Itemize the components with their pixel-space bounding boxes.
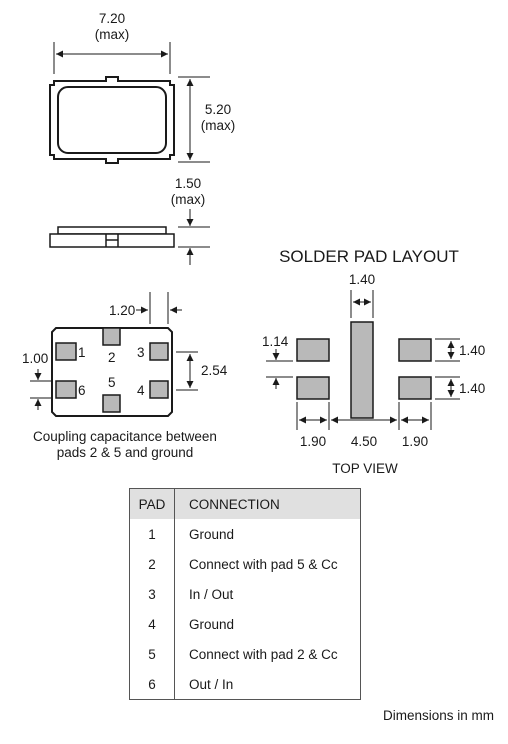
dimension-pad-width-value: 1.20	[109, 303, 135, 318]
package-pinout-view: 1 2 3 4 5 6	[51, 327, 173, 417]
pin-label-4: 4	[137, 383, 145, 398]
table-header-row: PAD CONNECTION	[130, 489, 360, 519]
table-row: 2 Connect with pad 5 & Cc	[130, 549, 360, 579]
dimension-right-pad-lower: 1.40	[435, 376, 485, 400]
dimension-solder-pad-height-value: 1.14	[262, 334, 289, 349]
dimensions-footnote: Dimensions in mm	[382, 708, 494, 723]
dimension-center-pad-width-value: 1.40	[349, 272, 375, 287]
table-cell-connection: In / Out	[174, 579, 360, 609]
dimension-solder-pad-height: 1.14	[262, 334, 293, 389]
dimension-thickness-note: (max)	[171, 192, 206, 207]
table-cell-pad: 3	[130, 579, 175, 609]
table-cell-pad: 2	[130, 549, 175, 579]
dimension-right-pad-lower-value: 1.40	[459, 381, 485, 396]
table-cell-pad: 1	[130, 519, 175, 549]
dimension-thickness: 1.50 (max)	[171, 176, 210, 265]
pin-label-3: 3	[137, 345, 145, 360]
table-row: 4 Ground	[130, 609, 360, 639]
dimension-width-value: 7.20	[99, 11, 125, 26]
pin-label-1: 1	[78, 345, 86, 360]
dimension-height-note: (max)	[201, 118, 236, 133]
package-side-view	[49, 226, 175, 248]
dimension-height-value: 5.20	[205, 102, 231, 117]
dimension-left-width-value: 1.90	[300, 434, 326, 449]
dimension-right-pad-upper-value: 1.40	[459, 343, 485, 358]
dimension-right-width-value: 1.90	[402, 434, 428, 449]
dimension-width-note: (max)	[95, 27, 130, 42]
package-top-view	[49, 76, 175, 164]
top-view-label: TOP VIEW	[332, 461, 398, 476]
solder-pads	[296, 321, 432, 419]
table-row: 5 Connect with pad 2 & Cc	[130, 639, 360, 669]
table-row: 6 Out / In	[130, 669, 360, 699]
table-cell-pad: 6	[130, 669, 175, 699]
coupling-caption-line-1: Coupling capacitance between	[33, 429, 217, 444]
dimension-pad-height: 1.00	[22, 351, 52, 410]
pin-label-2: 2	[108, 350, 116, 365]
pad-connection-table: PAD CONNECTION 1 Ground 2 Connect with p…	[129, 488, 361, 700]
table-cell-connection: Out / In	[174, 669, 360, 699]
coupling-caption-line-2: pads 2 & 5 and ground	[57, 445, 194, 460]
dimension-center-pad-width: 1.40	[349, 272, 375, 318]
dimension-pad-height-value: 1.00	[22, 351, 48, 366]
dimension-pad-pitch-value: 2.54	[201, 363, 228, 378]
dimension-right-pad-upper: 1.40	[435, 338, 485, 362]
dimension-pad-pitch: 2.54	[176, 351, 228, 391]
table-cell-connection: Connect with pad 2 & Cc	[174, 639, 360, 669]
table-header-connection: CONNECTION	[174, 489, 360, 519]
dimension-horizontal-spans: 1.90 4.50 1.90	[296, 402, 432, 449]
table-cell-pad: 5	[130, 639, 175, 669]
solder-pad-layout-title: SOLDER PAD LAYOUT	[279, 247, 459, 266]
table-row: 1 Ground	[130, 519, 360, 549]
dimension-height: 5.20 (max)	[178, 76, 236, 163]
pin-label-6: 6	[78, 383, 86, 398]
table-header-pad: PAD	[130, 489, 175, 519]
dimension-center-span-value: 4.50	[351, 434, 377, 449]
dimension-thickness-value: 1.50	[175, 176, 201, 191]
pin-label-5: 5	[108, 375, 116, 390]
table-cell-connection: Ground	[174, 609, 360, 639]
table-cell-connection: Connect with pad 5 & Cc	[174, 549, 360, 579]
dimension-pad-width: 1.20	[109, 292, 182, 324]
table-row: 3 In / Out	[130, 579, 360, 609]
table-cell-connection: Ground	[174, 519, 360, 549]
table-cell-pad: 4	[130, 609, 175, 639]
dimension-width: 7.20 (max)	[53, 11, 171, 74]
